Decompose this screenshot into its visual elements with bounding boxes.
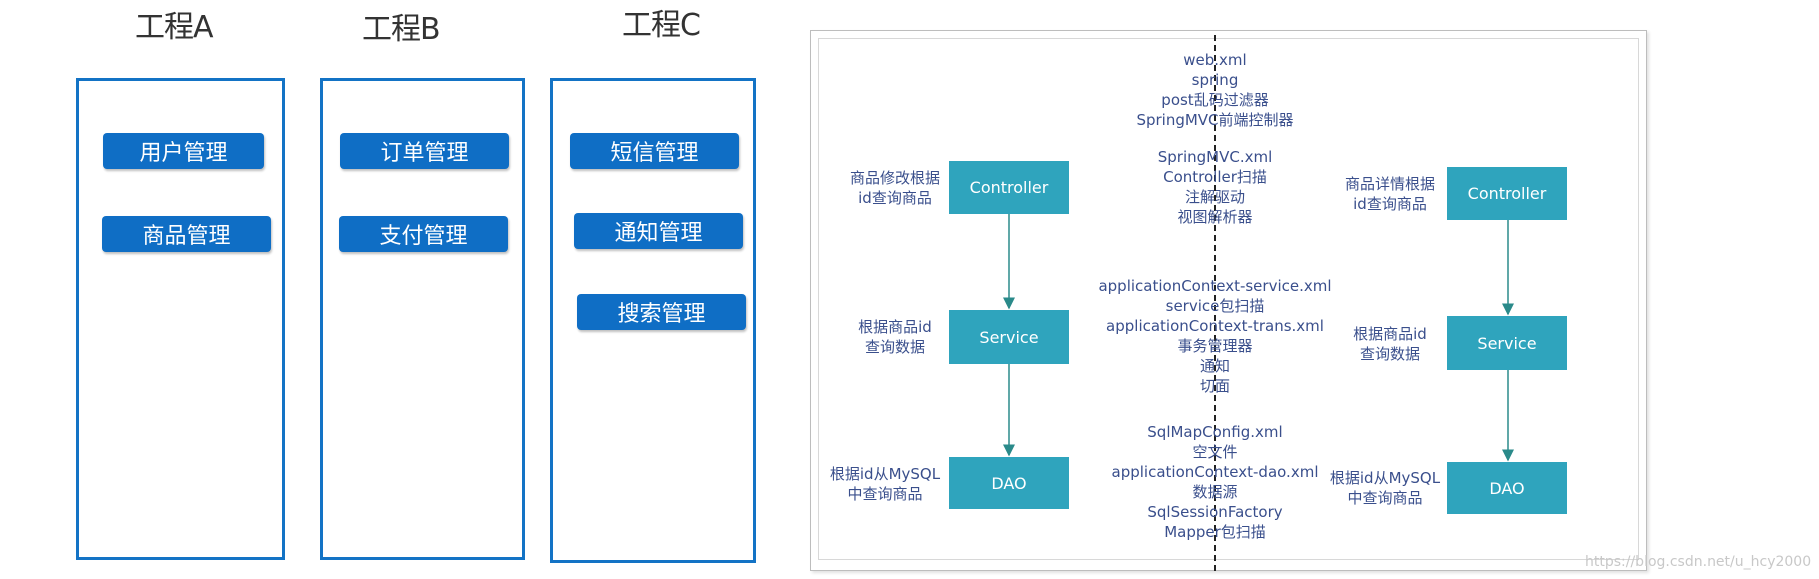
label-line: 中查询商品 bbox=[1347, 489, 1423, 507]
right-controller-box: Controller bbox=[1447, 167, 1567, 220]
config-line: 注解驱动 bbox=[1184, 188, 1245, 206]
module-search-management[interactable]: 搜索管理 bbox=[577, 294, 746, 330]
project-c-title: 工程C bbox=[622, 8, 701, 43]
left-service-box: Service bbox=[949, 310, 1069, 364]
module-product-management[interactable]: 商品管理 bbox=[102, 216, 271, 252]
right-dao-label: 根据id从MySQL 中查询商品 bbox=[1323, 468, 1447, 508]
left-controller-label: 商品修改根据 id查询商品 bbox=[840, 168, 950, 208]
config-service-xml: applicationContext-service.xml service包扫… bbox=[1074, 276, 1356, 396]
label-line: 中查询商品 bbox=[847, 485, 923, 503]
project-b-title: 工程B bbox=[362, 12, 441, 47]
config-web-xml: web.xml spring post乱码过滤器 SpringMVC前端控制器 bbox=[1074, 50, 1356, 130]
module-sms-management[interactable]: 短信管理 bbox=[570, 133, 739, 169]
config-line: SpringMVC前端控制器 bbox=[1136, 111, 1294, 129]
config-line: 视图解析器 bbox=[1177, 208, 1253, 226]
label-line: id查询商品 bbox=[1353, 195, 1427, 213]
module-order-management[interactable]: 订单管理 bbox=[340, 133, 509, 169]
config-line: applicationContext-dao.xml bbox=[1111, 463, 1319, 481]
label-line: 根据商品id bbox=[858, 318, 932, 336]
label-line: 根据商品id bbox=[1353, 325, 1427, 343]
config-line: Controller扫描 bbox=[1163, 168, 1267, 186]
left-dao-label: 根据id从MySQL 中查询商品 bbox=[823, 464, 947, 504]
diagram-inner-frame bbox=[818, 38, 1639, 560]
config-line: SqlMapConfig.xml bbox=[1147, 423, 1283, 441]
config-line: web.xml bbox=[1183, 51, 1247, 69]
module-payment-management[interactable]: 支付管理 bbox=[339, 216, 508, 252]
module-user-management[interactable]: 用户管理 bbox=[103, 133, 264, 169]
divider-dashed-line bbox=[1214, 35, 1216, 571]
right-service-label: 根据商品id 查询数据 bbox=[1335, 324, 1445, 364]
label-line: 商品修改根据 bbox=[849, 169, 940, 187]
config-line: spring bbox=[1191, 71, 1239, 89]
label-line: 根据id从MySQL bbox=[1329, 469, 1441, 487]
config-line: post乱码过滤器 bbox=[1161, 91, 1269, 109]
label-line: id查询商品 bbox=[858, 189, 932, 207]
left-service-label: 根据商品id 查询数据 bbox=[840, 317, 950, 357]
project-a-title: 工程A bbox=[135, 10, 214, 45]
label-line: 根据id从MySQL bbox=[829, 465, 941, 483]
csdn-watermark: https://blog.csdn.net/u_hcy2000 bbox=[1585, 554, 1812, 570]
config-springmvc-xml: SpringMVC.xml Controller扫描 注解驱动 视图解析器 bbox=[1074, 147, 1356, 227]
label-line: 查询数据 bbox=[864, 338, 925, 356]
config-line: SpringMVC.xml bbox=[1157, 148, 1273, 166]
config-line: SqlSessionFactory bbox=[1147, 503, 1283, 521]
right-controller-label: 商品详情根据 id查询商品 bbox=[1335, 174, 1445, 214]
config-line: service包扫描 bbox=[1165, 297, 1265, 315]
right-dao-box: DAO bbox=[1447, 462, 1567, 514]
config-line: applicationContext-trans.xml bbox=[1106, 317, 1324, 335]
config-dao-xml: SqlMapConfig.xml 空文件 applicationContext-… bbox=[1074, 422, 1356, 542]
config-line: 通知 bbox=[1199, 357, 1230, 375]
right-service-box: Service bbox=[1447, 316, 1567, 370]
config-line: 切面 bbox=[1199, 377, 1230, 395]
config-line: 数据源 bbox=[1192, 483, 1238, 501]
config-line: Mapper包扫描 bbox=[1164, 523, 1266, 541]
config-line: applicationContext-service.xml bbox=[1098, 277, 1332, 295]
label-line: 查询数据 bbox=[1359, 345, 1420, 363]
left-dao-box: DAO bbox=[949, 457, 1069, 509]
config-line: 事务管理器 bbox=[1177, 337, 1253, 355]
module-notification-management[interactable]: 通知管理 bbox=[574, 213, 743, 249]
config-line: 空文件 bbox=[1192, 443, 1238, 461]
left-controller-box: Controller bbox=[949, 161, 1069, 214]
label-line: 商品详情根据 bbox=[1344, 175, 1435, 193]
